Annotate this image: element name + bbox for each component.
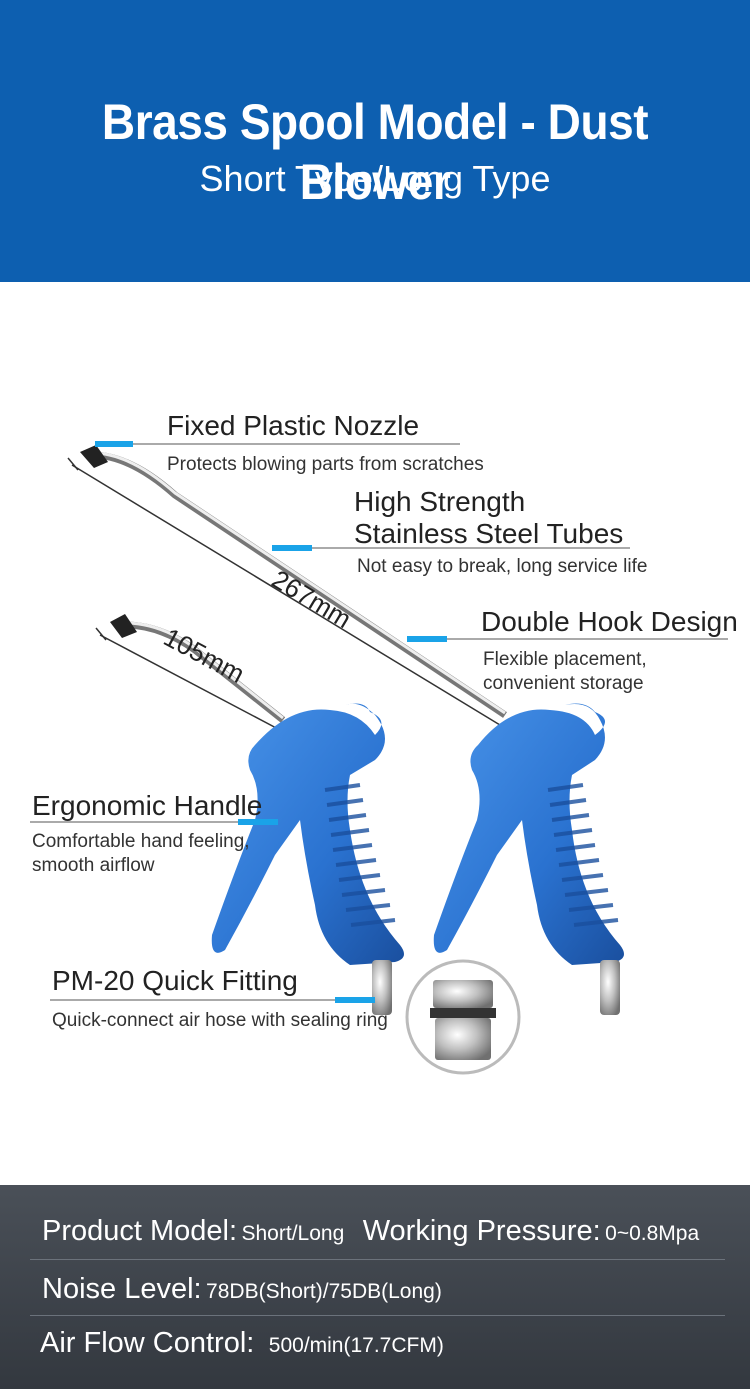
tubes-callout-title-1: High Strength bbox=[354, 486, 526, 517]
product-illustration: 267mm 105mm bbox=[0, 282, 750, 1185]
hook-callout-title: Double Hook Design bbox=[481, 606, 738, 637]
short-dimension-label: 105mm bbox=[159, 622, 250, 689]
fitting-callout-title: PM-20 Quick Fitting bbox=[52, 965, 298, 996]
spec-panel: Product Model: Short/Long Working Pressu… bbox=[0, 1185, 750, 1389]
callout-lines bbox=[30, 441, 728, 1003]
handle-callout-desc-1: Comfortable hand feeling, bbox=[32, 831, 250, 852]
short-nozzle-tip bbox=[110, 614, 137, 638]
pressure-label: Working Pressure: bbox=[362, 1215, 601, 1247]
long-tube bbox=[80, 445, 507, 718]
model-label: Product Model: bbox=[42, 1215, 238, 1247]
noise-value: 78DB(Short)/75DB(Long) bbox=[206, 1280, 442, 1303]
fitting-callout-desc: Quick-connect air hose with sealing ring bbox=[52, 1010, 388, 1031]
noise-label: Noise Level: bbox=[42, 1273, 202, 1305]
tubes-callout-title-2: Stainless Steel Tubes bbox=[354, 518, 624, 549]
airflow-label: Air Flow Control: bbox=[40, 1327, 255, 1359]
short-tube bbox=[110, 614, 286, 723]
spec-divider bbox=[30, 1259, 725, 1260]
hook-callout-desc-2: convenient storage bbox=[483, 673, 644, 694]
airflow-value: 500/min(17.7CFM) bbox=[268, 1334, 444, 1357]
short-quick-fitting bbox=[372, 960, 392, 1015]
handle-callout-title: Ergonomic Handle bbox=[32, 790, 263, 821]
spec-divider bbox=[30, 1315, 725, 1316]
dust-blower-drawing: 267mm 105mm bbox=[30, 441, 728, 1075]
model-value: Short/Long bbox=[241, 1222, 345, 1245]
hook-callout-desc-1: Flexible placement, bbox=[483, 649, 647, 670]
handle-callout-desc-2: smooth airflow bbox=[32, 855, 155, 876]
short-gun-body bbox=[211, 703, 404, 1015]
spec-row-model-pressure: Product Model: Short/Long Working Pressu… bbox=[42, 1215, 699, 1248]
dimension-lines bbox=[67, 457, 501, 731]
page-subtitle: Short Type/Long Type bbox=[199, 158, 551, 199]
pressure-value: 0~0.8Mpa bbox=[605, 1222, 700, 1245]
tubes-callout-desc: Not easy to break, long service life bbox=[357, 556, 648, 577]
nozzle-callout-title: Fixed Plastic Nozzle bbox=[167, 410, 420, 441]
long-gun-body bbox=[433, 703, 624, 1015]
fitting-detail-circle bbox=[405, 959, 521, 1075]
spec-row-noise: Noise Level: 78DB(Short)/75DB(Long) bbox=[42, 1273, 442, 1306]
long-quick-fitting bbox=[600, 960, 620, 1015]
spec-row-airflow: Air Flow Control: 500/min(17.7CFM) bbox=[40, 1327, 444, 1360]
long-nozzle-tip bbox=[80, 445, 108, 468]
header-banner: Brass Spool Model - Dust Blower Short Ty… bbox=[0, 0, 750, 282]
nozzle-callout-desc: Protects blowing parts from scratches bbox=[167, 454, 484, 475]
long-dimension-label: 267mm bbox=[267, 564, 357, 634]
page-title: Brass Spool Model - Dust Blower bbox=[101, 94, 649, 210]
